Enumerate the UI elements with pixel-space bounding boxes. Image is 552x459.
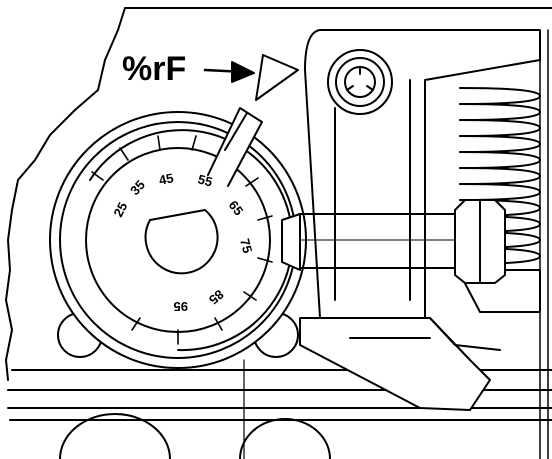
triangle-marker-icon bbox=[255, 54, 299, 101]
dial-scale-45: 45 bbox=[158, 170, 175, 188]
housing-frame-inner bbox=[7, 369, 552, 421]
housing-outline bbox=[5, 7, 552, 381]
dial-pointer bbox=[207, 107, 263, 187]
dial-scale-95: 95 bbox=[174, 299, 188, 314]
dial-pointer-mark bbox=[224, 112, 248, 151]
bolt-shaft bbox=[281, 213, 461, 271]
lever-foot-detail bbox=[349, 317, 501, 351]
dial-scale-band bbox=[89, 129, 294, 352]
lever-foot bbox=[299, 317, 491, 411]
pivot-segments bbox=[346, 66, 374, 91]
dial-hub bbox=[144, 209, 219, 275]
housing-right-edge bbox=[539, 29, 549, 459]
pivot-mid bbox=[335, 57, 385, 107]
dial-scale-75: 75 bbox=[237, 237, 255, 255]
dial-scale-55: 55 bbox=[196, 171, 214, 189]
arrow-head-icon bbox=[231, 61, 255, 83]
indicator-label: %rF bbox=[122, 50, 186, 88]
pivot-outer bbox=[327, 49, 393, 115]
dial-scale-25: 25 bbox=[110, 200, 130, 220]
